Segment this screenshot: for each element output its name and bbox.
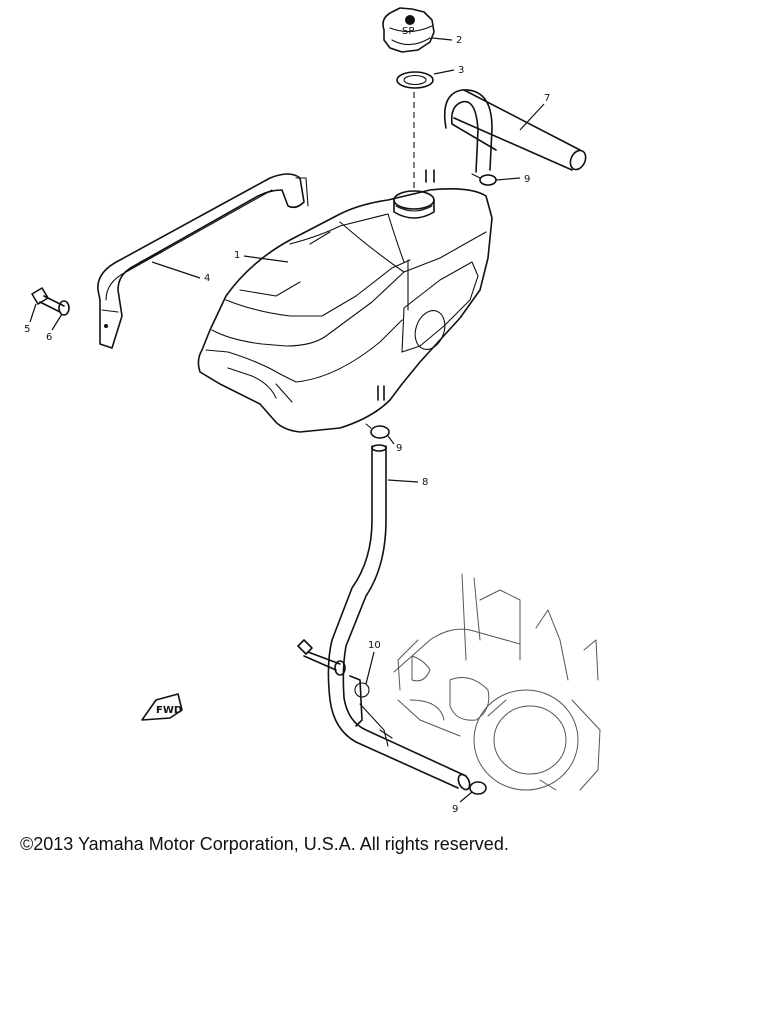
svg-text:SP: SP xyxy=(402,26,414,37)
svg-text:1: 1 xyxy=(234,250,240,261)
forward-arrow-icon: FWD xyxy=(141,693,183,721)
svg-text:9: 9 xyxy=(524,174,530,185)
callout-7: 7 xyxy=(519,93,550,131)
svg-text:9: 9 xyxy=(452,804,458,815)
callout-8: 8 xyxy=(387,477,428,488)
svg-text:3: 3 xyxy=(458,65,464,76)
hose-clip-middle xyxy=(365,423,390,439)
engine-outline xyxy=(393,573,601,791)
svg-text:FWD: FWD xyxy=(156,705,182,716)
cap-gasket xyxy=(396,71,434,89)
parts-diagram: SP xyxy=(24,7,601,815)
hose-clip-bottom xyxy=(469,781,487,795)
callout-4: 4 xyxy=(151,261,210,284)
callout-10: 10 xyxy=(365,640,381,685)
svg-text:10: 10 xyxy=(368,640,381,651)
bolt xyxy=(31,287,65,313)
svg-text:8: 8 xyxy=(422,477,428,488)
filler-cap: SP xyxy=(382,7,435,53)
fuel-hose xyxy=(327,444,471,791)
washer xyxy=(58,300,70,316)
svg-text:5: 5 xyxy=(24,324,30,335)
svg-text:7: 7 xyxy=(544,93,550,104)
callout-2: 2 xyxy=(431,35,462,46)
svg-text:6: 6 xyxy=(46,332,52,343)
callout-5: 5 xyxy=(24,303,37,335)
svg-text:4: 4 xyxy=(204,273,210,284)
callout-1: 1 xyxy=(234,250,289,263)
tank-bracket xyxy=(97,173,309,349)
copyright-notice: ©2013 Yamaha Motor Corporation, U.S.A. A… xyxy=(20,834,509,854)
callout-9-middle: 9 xyxy=(387,435,402,454)
callout-9-top: 9 xyxy=(495,174,530,185)
hose-clip-top xyxy=(471,173,497,186)
fuel-tank xyxy=(197,169,493,433)
callout-6: 6 xyxy=(46,313,63,343)
svg-text:9: 9 xyxy=(396,443,402,454)
fuel-cock xyxy=(297,639,393,747)
callout-9-bottom: 9 xyxy=(452,791,473,815)
svg-text:2: 2 xyxy=(456,35,462,46)
breather-hose xyxy=(443,89,587,173)
callout-3: 3 xyxy=(433,65,464,76)
